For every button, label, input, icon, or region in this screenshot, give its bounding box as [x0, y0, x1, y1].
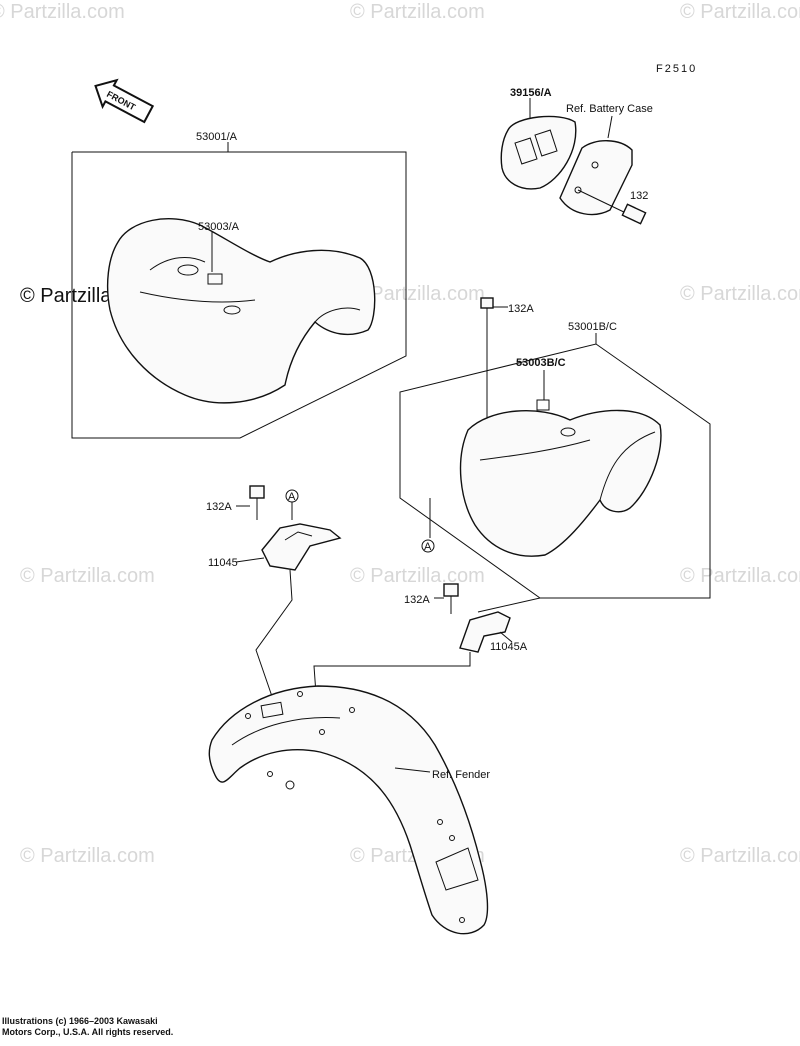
- bolt-132a-left-icon: [249, 485, 265, 499]
- connector-a-label: A: [424, 541, 432, 553]
- watermark: © Partzilla.com: [350, 283, 485, 305]
- label-132a-top: 132A: [508, 303, 534, 315]
- watermark: © Partzilla.com: [20, 565, 155, 587]
- label-53003a: 53003/A: [198, 221, 240, 233]
- label-ref-battery-case: Ref. Battery Case: [566, 103, 653, 115]
- bolt-132a-mid-icon: [443, 583, 459, 597]
- watermark: © Partzilla.com: [680, 1, 800, 23]
- rear-fender: Ref. Fender: [208, 685, 490, 935]
- label-53001bc: 53001B/C: [568, 321, 617, 333]
- label-ref-fender: Ref. Fender: [432, 769, 490, 781]
- seat-bc-shape: [459, 409, 662, 557]
- copyright-line-1: Illustrations (c) 1966–2003 Kawasaki: [2, 1016, 158, 1026]
- diagram-code: F2510: [656, 63, 697, 75]
- watermark: © Partzilla.com: [350, 565, 485, 587]
- seat-bc-assembly: 53001B/C 132A 53003B/C A: [399, 297, 711, 599]
- fender-shape: [208, 685, 489, 935]
- connector-a-icon: [421, 539, 435, 553]
- watermark: © Partzilla.com: [20, 845, 155, 867]
- label-132a-mid: 132A: [404, 594, 430, 606]
- bolt-132-icon: [621, 203, 647, 225]
- label-132: 132: [630, 190, 648, 202]
- watermark: © Partzilla.com: [350, 1, 485, 23]
- label-11045a: 11045A: [490, 641, 528, 653]
- copyright-notice: Illustrations (c) 1966–2003 Kawasaki Mot…: [2, 1016, 173, 1038]
- label-11045: 11045: [208, 557, 238, 569]
- watermark: © Partzilla.com: [680, 565, 800, 587]
- label-53001a: 53001/A: [196, 131, 238, 143]
- seat-a-assembly: 53001/A 53003/A: [71, 131, 407, 439]
- battery-case-cover: 39156/A Ref. Battery Case 132: [500, 87, 653, 225]
- bracket-11045a: 132A 11045A: [313, 583, 541, 723]
- label-39156a: 39156/A: [510, 87, 552, 99]
- copyright-line-2: Motors Corp., U.S.A. All rights reserved…: [2, 1027, 174, 1037]
- watermark: © Partzilla.com: [680, 845, 800, 867]
- seat-a-box: [71, 151, 407, 439]
- bracket-11045: 132A A 11045: [206, 485, 342, 709]
- watermark: © Partzilla.com: [680, 283, 800, 305]
- seat-a-shape: [106, 218, 376, 404]
- front-arrow-icon: FRONT: [94, 78, 155, 124]
- connector-a-label: A: [288, 491, 296, 503]
- bolt-132a-icon: [480, 297, 494, 309]
- label-53003bc: 53003B/C: [516, 357, 566, 369]
- label-132a-left: 132A: [206, 501, 232, 513]
- watermark: © Partzilla.com: [0, 1, 125, 23]
